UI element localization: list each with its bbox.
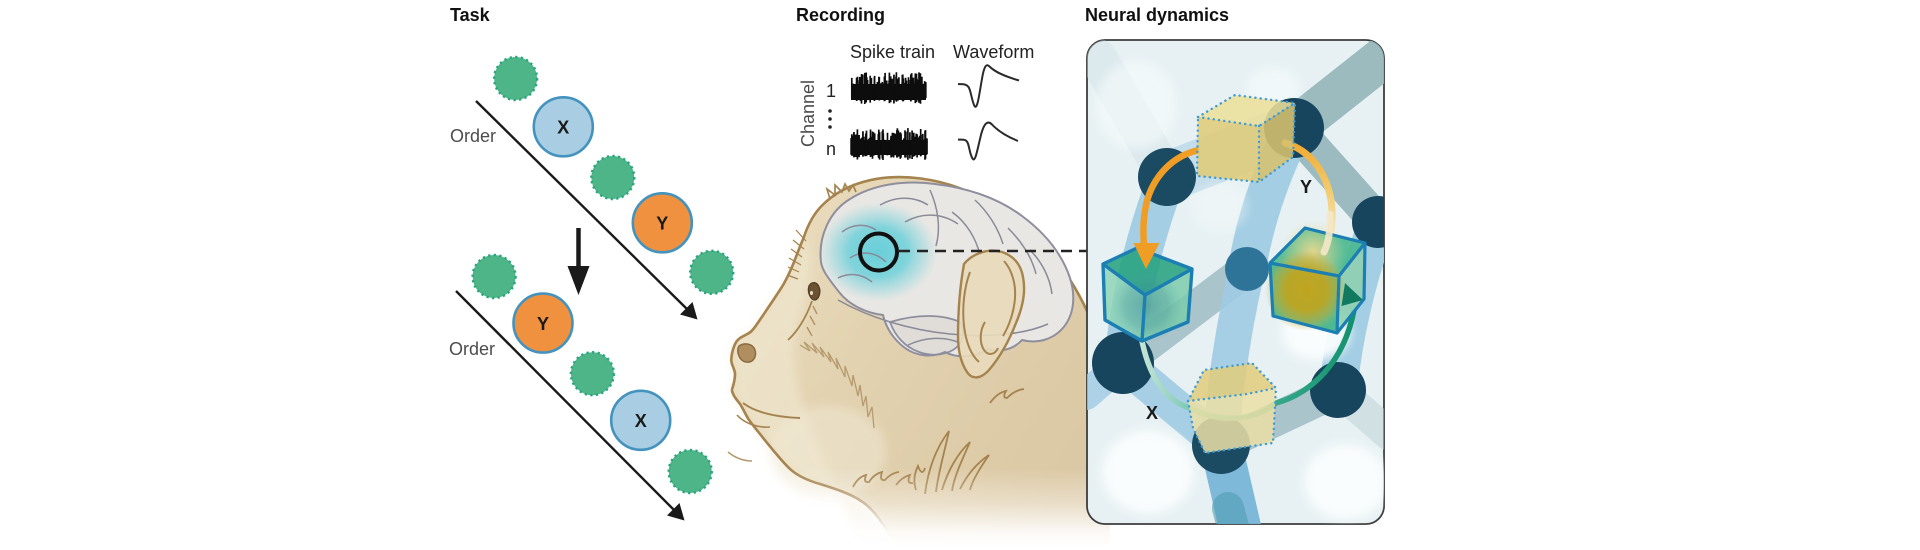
svg-text:Y: Y xyxy=(656,214,668,234)
svg-text:Neural dynamics: Neural dynamics xyxy=(1085,5,1229,25)
svg-text:Y: Y xyxy=(1300,177,1312,197)
svg-text:Order: Order xyxy=(450,126,496,146)
svg-text:X: X xyxy=(1146,403,1158,423)
svg-text:Task: Task xyxy=(450,5,491,25)
svg-text:n: n xyxy=(826,139,836,159)
svg-text:1: 1 xyxy=(826,81,836,101)
svg-text:Y: Y xyxy=(537,314,549,334)
svg-text:Channel: Channel xyxy=(798,80,818,147)
svg-text:Waveform: Waveform xyxy=(953,42,1034,62)
svg-text:Spike train: Spike train xyxy=(850,42,935,62)
svg-text:X: X xyxy=(557,118,569,138)
svg-text:Order: Order xyxy=(449,339,495,359)
svg-text:X: X xyxy=(635,411,647,431)
svg-text:Recording: Recording xyxy=(796,5,885,25)
